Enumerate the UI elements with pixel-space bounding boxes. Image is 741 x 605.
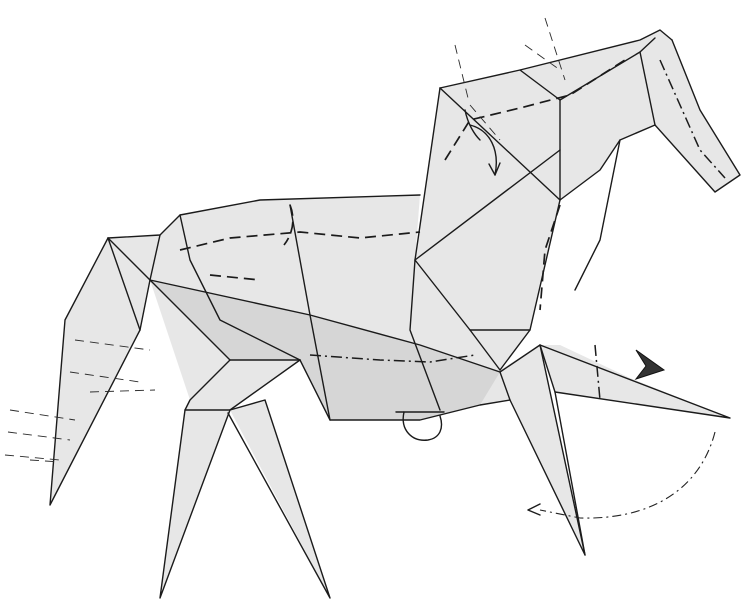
paper-surfaces xyxy=(50,30,740,598)
push-arrow-icon xyxy=(636,350,664,379)
rear-foreleg-2-surface xyxy=(230,400,330,598)
hind-leg-surface xyxy=(50,238,150,505)
